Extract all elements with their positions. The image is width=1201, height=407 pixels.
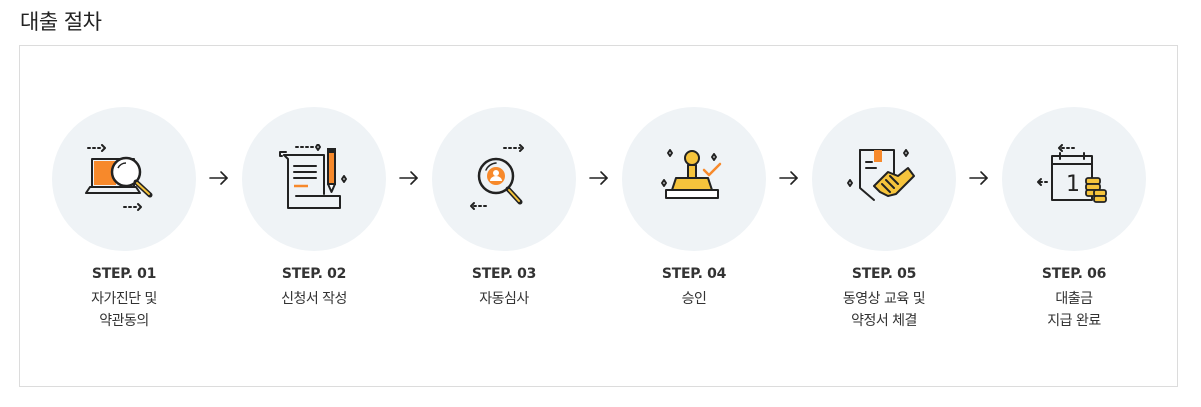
step-05: STEP. 05 동영상 교육 및 약정서 체결 — [812, 107, 956, 332]
loan-procedure-panel: STEP. 01 자가진단 및 약관동의 — [19, 45, 1178, 387]
step-05-description: 동영상 교육 및 약정서 체결 — [812, 288, 956, 332]
step-05-desc-line-1: 동영상 교육 및 — [842, 291, 926, 307]
step-03-circle — [432, 107, 576, 251]
step-04-description: 승인 — [622, 288, 766, 310]
arrow-right-icon — [209, 171, 228, 185]
step-02: STEP. 02 신청서 작성 — [242, 107, 386, 310]
step-06-desc-line-2: 지급 완료 — [1047, 313, 1101, 329]
page-title: 대출 절차 — [20, 10, 102, 34]
step-06-circle: 1 — [1002, 107, 1146, 251]
step-03: STEP. 03 자동심사 — [432, 107, 576, 310]
step-01-desc-line-2: 약관동의 — [99, 313, 149, 329]
handshake-contract-icon — [847, 149, 915, 201]
step-03-description: 자동심사 — [432, 288, 576, 310]
step-06: 1 STEP. 06 대출금 지급 완료 — [1002, 107, 1146, 332]
step-02-label: STEP. 02 — [281, 266, 347, 282]
step-04: STEP. 04 승인 — [622, 107, 766, 310]
step-05-desc-line-2: 약정서 체결 — [851, 313, 917, 329]
step-06-desc-line-1: 대출금 — [1055, 291, 1093, 307]
person-search-icon — [470, 144, 524, 210]
approval-stamp-icon — [661, 149, 722, 199]
step-01-label: STEP. 01 — [91, 266, 157, 282]
arrow-right-icon — [399, 171, 418, 185]
step-03-label: STEP. 03 — [471, 266, 537, 282]
step-02-description: 신청서 작성 — [242, 288, 386, 310]
step-04-desc-line-1: 승인 — [681, 291, 707, 307]
arrow-right-icon — [589, 171, 608, 185]
step-01-circle — [52, 107, 196, 251]
arrow-right-icon — [779, 171, 798, 185]
arrow-right-icon — [969, 171, 988, 185]
step-06-label: STEP. 06 — [1041, 266, 1107, 282]
step-04-label: STEP. 04 — [661, 266, 727, 282]
step-04-circle — [622, 107, 766, 251]
step-05-circle — [812, 107, 956, 251]
step-03-desc-line-1: 자동심사 — [479, 291, 529, 307]
calendar-coins-icon: 1 — [1037, 144, 1107, 203]
calendar-day-number: 1 — [1066, 172, 1080, 197]
laptop-magnifier-icon — [85, 144, 153, 211]
step-02-desc-line-1: 신청서 작성 — [281, 291, 347, 307]
step-02-circle — [242, 107, 386, 251]
document-pen-icon — [279, 144, 347, 209]
step-05-label: STEP. 05 — [851, 266, 917, 282]
step-06-description: 대출금 지급 완료 — [1002, 288, 1146, 332]
step-01-desc-line-1: 자가진단 및 — [91, 291, 157, 307]
step-01-description: 자가진단 및 약관동의 — [52, 288, 196, 332]
step-01: STEP. 01 자가진단 및 약관동의 — [52, 107, 196, 332]
